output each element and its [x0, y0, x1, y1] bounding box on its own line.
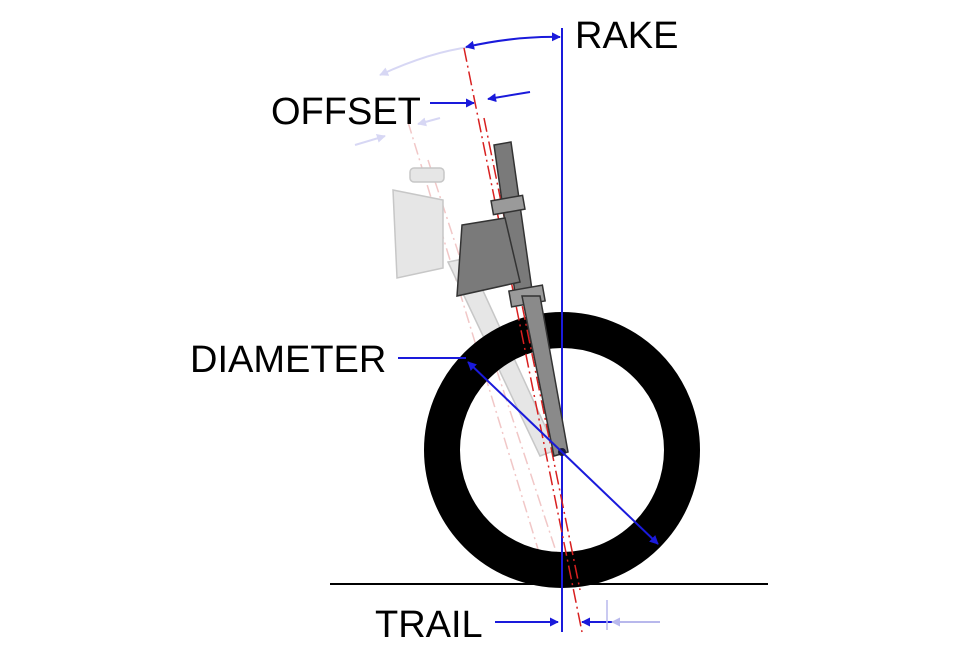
triple-clamp	[456, 217, 521, 297]
diameter-label: DIAMETER	[190, 339, 386, 381]
rake-dimension-arc	[465, 32, 561, 50]
offset-arrow-right	[487, 91, 531, 103]
ghost-triple-clamp	[392, 189, 444, 279]
upper-headset-collar	[490, 194, 526, 216]
trail-label: TRAIL	[375, 604, 483, 646]
ghost-rake-arc	[379, 46, 471, 76]
ghost-offset-arrow-left	[354, 134, 386, 146]
fork-centerline	[483, 117, 581, 591]
offset-label: OFFSET	[271, 91, 421, 133]
ghost-stem-cap	[409, 167, 445, 183]
ghost-offset-arrow-right	[417, 117, 441, 127]
diameter-dimension-line	[467, 361, 659, 545]
steering-axis-centerline	[463, 47, 583, 633]
rake-label: RAKE	[575, 15, 678, 57]
